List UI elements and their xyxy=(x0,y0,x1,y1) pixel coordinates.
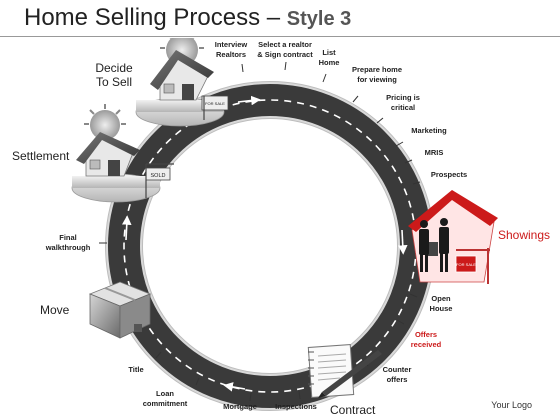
label-line: Marketing xyxy=(411,126,447,135)
label-line: & Sign contract xyxy=(257,50,313,59)
house-decide-icon: FOR SALE xyxy=(135,38,229,127)
label-line: for viewing xyxy=(357,75,397,84)
step-inspections: Inspections xyxy=(275,402,317,411)
label-line: Pricing is xyxy=(386,93,420,102)
title-bar: Home Selling Process – Style 3 xyxy=(0,0,560,38)
sign-text-1: FOR SALE xyxy=(205,101,225,106)
for-sale-sign-1 xyxy=(201,95,229,111)
moving-box-icon xyxy=(88,281,152,339)
stage-settlement: Settlement xyxy=(12,149,70,163)
step-select: Select a realtor& Sign contract xyxy=(257,40,313,59)
house-settlement-icon: SOLD xyxy=(71,104,174,203)
sold-sign-text: SOLD xyxy=(151,173,166,179)
pen-icon xyxy=(322,350,382,396)
label-line: Contract xyxy=(330,403,376,417)
label-line: Counter xyxy=(383,365,412,374)
label-line: Showings xyxy=(498,228,550,242)
label-line: Mortgage xyxy=(223,402,257,411)
title-style-label: Style 3 xyxy=(286,8,352,30)
step-title: Title xyxy=(128,365,143,374)
label-line: Realtors xyxy=(216,50,246,59)
label-line: Select a realtor xyxy=(258,40,312,49)
label-line: Home xyxy=(319,58,340,67)
label-line: Loan xyxy=(156,389,174,398)
stage-move: Move xyxy=(40,303,70,317)
label-line: critical xyxy=(391,103,415,112)
stage-contract: Contract xyxy=(330,403,376,417)
stage-showings: Showings xyxy=(498,228,550,242)
label-line: offers xyxy=(387,375,408,384)
label-line: Title xyxy=(128,365,143,374)
label-line: Open xyxy=(431,294,451,303)
label-line: Interview xyxy=(215,40,248,49)
road-arrow-right xyxy=(397,229,408,255)
title-text: Home Selling Process xyxy=(24,4,261,31)
label-line: commitment xyxy=(143,399,188,408)
circular-road xyxy=(105,81,435,411)
label-line: Final xyxy=(59,233,77,242)
logo-placeholder: Your Logo xyxy=(491,400,532,410)
label-line: List xyxy=(322,48,336,57)
label-line: Decide xyxy=(95,61,133,75)
step-prospects: Prospects xyxy=(431,170,467,179)
label-line: House xyxy=(430,304,453,313)
road-arrow-top xyxy=(237,95,261,106)
step-mris: MRIS xyxy=(425,148,444,157)
label-line: To Sell xyxy=(96,75,132,89)
house-showings-icon: FOR SALE xyxy=(408,190,498,284)
title-divider xyxy=(0,36,560,37)
label-line: walkthrough xyxy=(45,243,91,252)
road-arrow-bottom xyxy=(223,382,246,392)
step-mortgage: Mortgage xyxy=(223,402,257,411)
label-line: MRIS xyxy=(425,148,444,157)
label-line: Offers xyxy=(415,330,437,339)
label-line: Settlement xyxy=(12,149,70,163)
label-line: Prospects xyxy=(431,170,467,179)
page-title: Home Selling Process – Style 3 xyxy=(24,4,351,32)
step-marketing: Marketing xyxy=(411,126,447,135)
road-arrow-left xyxy=(121,215,132,241)
label-line: received xyxy=(411,340,442,349)
people-icon xyxy=(419,218,449,272)
label-line: Inspections xyxy=(275,402,317,411)
for-sale-sign-red xyxy=(455,255,477,273)
label-line: Move xyxy=(40,303,70,317)
contract-document-icon xyxy=(307,344,382,398)
process-diagram: FOR SALE SOLD xyxy=(12,38,550,417)
sign-text-red: FOR SALE xyxy=(456,262,476,267)
title-dash: – xyxy=(260,4,287,31)
label-line: Prepare home xyxy=(352,65,402,74)
